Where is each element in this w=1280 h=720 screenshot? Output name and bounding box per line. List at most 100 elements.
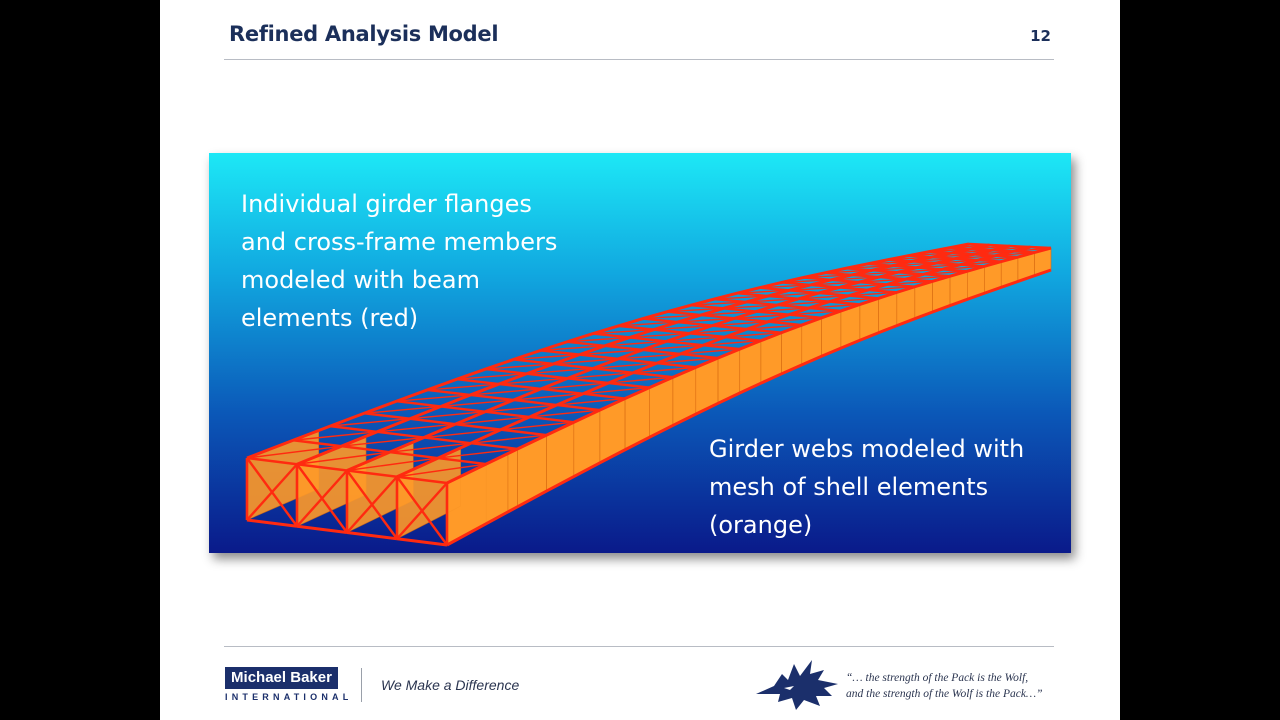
cross-frame-diagonal: [513, 393, 584, 401]
end-cross-frame-diagonal: [396, 482, 448, 540]
footer-divider: [361, 668, 362, 702]
cross-frame-diagonal: [798, 294, 849, 300]
cross-frame-diagonal: [470, 388, 542, 396]
cross-frame-diagonal: [604, 340, 667, 347]
cross-frame-diagonal: [396, 394, 471, 402]
slide: Refined Analysis Model 12 Individual gir…: [160, 0, 1120, 720]
end-cross-frame-diagonal: [246, 463, 298, 521]
cross-frame-diagonal: [440, 399, 514, 408]
bridge-model-figure: Individual girder flanges and cross-fram…: [209, 153, 1071, 553]
cross-frame-diagonal: [409, 411, 486, 420]
cross-frame-diagonal: [690, 301, 746, 306]
end-bottom-strut: [346, 531, 398, 541]
cross-frame-diagonal: [485, 404, 557, 413]
cross-frame-diagonal: [296, 451, 390, 465]
cross-frame-diagonal: [767, 292, 820, 297]
cross-frame-diagonal: [293, 431, 378, 441]
bridge-model-render: [245, 242, 1052, 547]
slide-number: 12: [1030, 27, 1051, 45]
cross-frame-diagonal: [656, 357, 719, 364]
cross-frame-diagonal: [593, 362, 658, 370]
cross-frame-diagonal: [389, 442, 471, 453]
cross-frame-diagonal: [689, 328, 748, 334]
company-logo: Michael Baker INTERNATIONAL: [225, 667, 353, 703]
beam-elements-caption: Individual girder flanges and cross-fram…: [241, 190, 558, 332]
cross-frame-diagonal: [777, 300, 830, 306]
shell-elements-caption: Girder webs modeled with mesh of shell e…: [709, 435, 1025, 539]
footer-quote: “… the strength of the Pack is the Wolf,…: [846, 672, 1043, 700]
logo-name: Michael Baker: [225, 667, 338, 689]
cross-frame-diagonal: [712, 321, 769, 327]
cross-frame-diagonal: [500, 421, 574, 431]
cross-frame-diagonal: [788, 310, 841, 316]
cross-frame-diagonal: [529, 409, 601, 418]
cross-frame-diagonal: [723, 304, 778, 310]
cross-frame-member: [642, 317, 782, 334]
cross-frame-diagonal: [567, 372, 634, 380]
cross-frame-diagonal: [745, 298, 799, 303]
cross-frame-diagonal: [246, 445, 342, 459]
cross-frame-diagonal: [618, 321, 678, 327]
cross-frame-diagonal: [829, 297, 879, 303]
cross-frame-diagonal: [666, 336, 726, 343]
cross-frame-member: [364, 412, 547, 437]
cross-frame-diagonal: [734, 313, 789, 320]
bottom-flange-beam: [446, 268, 1052, 547]
cross-frame-diagonal: [456, 373, 527, 380]
cross-frame-diagonal: [746, 324, 802, 330]
cross-frame-diagonal: [756, 307, 810, 313]
cross-frame-diagonal: [582, 386, 650, 395]
cross-frame-member: [781, 281, 897, 294]
cross-frame-diagonal: [540, 345, 605, 352]
cross-frame-diagonal: [680, 348, 740, 355]
cross-frame-member: [968, 242, 1052, 250]
cross-frame-diagonal: [396, 463, 487, 478]
cross-frame-diagonal: [593, 328, 655, 335]
cross-frame-diagonal: [579, 349, 643, 356]
footer-rule: [224, 646, 1054, 647]
cross-frame-diagonal: [526, 367, 594, 375]
cross-frame-diagonal: [485, 363, 554, 370]
wolf-head-icon: [756, 660, 838, 710]
cross-frame-diagonal: [629, 332, 690, 339]
cross-frame-diagonal: [642, 344, 704, 351]
cross-frame-member: [908, 254, 1002, 263]
cross-frame-diagonal: [364, 405, 441, 414]
cross-frame-diagonal: [540, 382, 609, 390]
cross-frame-member: [928, 250, 1019, 259]
cross-frame-diagonal: [633, 366, 696, 374]
cross-frame-diagonal: [608, 376, 673, 384]
end-cross-frame-diagonal: [296, 469, 348, 528]
cross-frame-diagonal: [423, 428, 502, 439]
cross-frame-diagonal: [376, 423, 456, 433]
cross-frame-diagonal: [470, 434, 547, 444]
cross-frame-diagonal: [341, 436, 424, 447]
cross-frame-diagonal: [725, 331, 782, 338]
cross-frame-diagonal: [330, 418, 410, 427]
cross-frame-diagonal: [643, 314, 701, 320]
cross-frame-diagonal: [498, 377, 568, 385]
cross-frame-diagonal: [700, 310, 757, 316]
end-bottom-strut: [246, 518, 298, 528]
cross-frame-diagonal: [513, 353, 580, 361]
cross-frame-diagonal: [567, 336, 630, 343]
logo-subtitle: INTERNATIONAL: [225, 692, 353, 702]
tagline: We Make a Difference: [381, 677, 520, 693]
cross-frame-diagonal: [819, 289, 869, 294]
cross-frame-diagonal: [848, 291, 897, 297]
end-bottom-strut: [396, 537, 448, 547]
cross-frame-diagonal: [553, 358, 619, 365]
cross-frame-diagonal: [809, 303, 860, 309]
cross-frame-diagonal: [768, 317, 822, 323]
header-rule: [224, 59, 1054, 60]
cross-frame-diagonal: [618, 353, 681, 360]
cross-frame-diagonal: [703, 339, 761, 346]
end-cross-frame-diagonal: [346, 475, 398, 534]
cross-frame-diagonal: [427, 383, 500, 391]
end-bottom-strut: [296, 524, 348, 534]
cross-frame-diagonal: [677, 317, 735, 323]
cross-frame-diagonal: [737, 289, 790, 294]
cross-frame-diagonal: [714, 295, 768, 300]
cross-frame-diagonal: [667, 307, 724, 313]
